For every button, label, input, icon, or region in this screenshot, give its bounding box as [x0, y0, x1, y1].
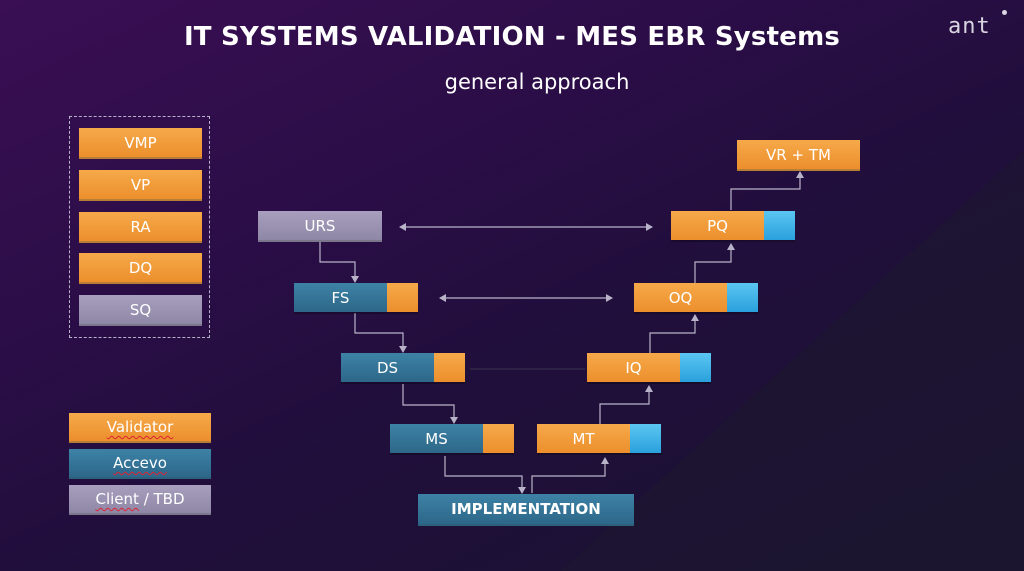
stage-vr-tm: VR + TM — [737, 140, 860, 171]
stage-implementation: IMPLEMENTATION — [418, 494, 634, 526]
doc-ra-label: RA — [130, 217, 151, 236]
stage-ms-main: MS — [390, 424, 483, 453]
connector-urs-fs — [319, 241, 359, 283]
legend-client: Client / TBD — [69, 485, 211, 515]
doc-dq-label: DQ — [128, 258, 153, 277]
stage-ds-validator-part — [434, 353, 465, 382]
doc-vp: VP — [79, 170, 202, 201]
stage-vr-tm-label: VR + TM — [766, 145, 831, 164]
stage-iq-secondary-part — [680, 353, 711, 382]
stage-urs: URS — [258, 211, 382, 242]
stage-urs-label: URS — [304, 216, 336, 235]
doc-vmp-label: VMP — [124, 133, 157, 152]
page-title: IT SYSTEMS VALIDATION - MES EBR Systems — [183, 22, 841, 52]
stage-mt: MT — [537, 424, 661, 455]
legend-accevo: Accevo — [69, 449, 211, 479]
stage-ms-label: MS — [425, 429, 448, 448]
stage-ds-label: DS — [376, 358, 399, 377]
documents-group — [69, 116, 210, 338]
stage-mt-label: MT — [572, 429, 595, 448]
connector-ms-impl — [444, 456, 526, 494]
stage-fs-label: FS — [331, 288, 350, 307]
doc-vp-label: VP — [130, 175, 151, 194]
stage-pq-label: PQ — [707, 216, 728, 235]
connector-mt-iq — [599, 385, 653, 425]
legend-validator: Validator — [69, 413, 211, 443]
logo-dot — [1002, 10, 1007, 15]
connector-fs-ds — [354, 313, 407, 353]
ant-logo: ant — [948, 10, 1008, 39]
connector-oq-pq — [694, 243, 735, 284]
doc-ra: RA — [79, 212, 202, 243]
doc-dq: DQ — [79, 253, 202, 284]
stage-oq-main: OQ — [634, 283, 727, 312]
page-subtitle: general approach — [444, 70, 630, 94]
logo-text: ant — [948, 14, 991, 39]
connector-ds-ms — [402, 384, 458, 424]
stage-oq-label: OQ — [668, 288, 693, 307]
doc-sq: SQ — [79, 295, 202, 326]
stage-mt-main: MT — [537, 424, 630, 453]
stage-iq: IQ — [587, 353, 711, 384]
doc-sq-label: SQ — [129, 300, 152, 319]
stage-ds: DS — [341, 353, 465, 384]
stage-fs: FS — [294, 283, 418, 314]
stage-implementation-label: IMPLEMENTATION — [451, 500, 601, 518]
stage-iq-label: IQ — [625, 358, 642, 377]
stage-iq-main: IQ — [587, 353, 680, 382]
stage-oq: OQ — [634, 283, 758, 314]
doc-vmp: VMP — [79, 128, 202, 159]
stage-ms: MS — [390, 424, 514, 455]
connector-iq-oq — [649, 314, 699, 354]
stage-pq-secondary-part — [764, 211, 795, 240]
stage-ms-validator-part — [483, 424, 514, 453]
stage-oq-secondary-part — [727, 283, 758, 312]
stage-pq: PQ — [671, 211, 795, 242]
stage-mt-secondary-part — [630, 424, 661, 453]
legend-client-label: Client / TBD — [95, 490, 185, 508]
stage-ds-main: DS — [341, 353, 434, 382]
stage-pq-main: PQ — [671, 211, 764, 240]
stage-fs-validator-part — [387, 283, 418, 312]
legend-validator-label: Validator — [106, 418, 174, 436]
connector-pq-vr — [730, 171, 804, 210]
legend-accevo-label: Accevo — [113, 454, 167, 472]
stage-fs-main: FS — [294, 283, 387, 312]
legend-client-word: Client — [95, 490, 139, 508]
connector-impl-mt — [531, 457, 609, 493]
